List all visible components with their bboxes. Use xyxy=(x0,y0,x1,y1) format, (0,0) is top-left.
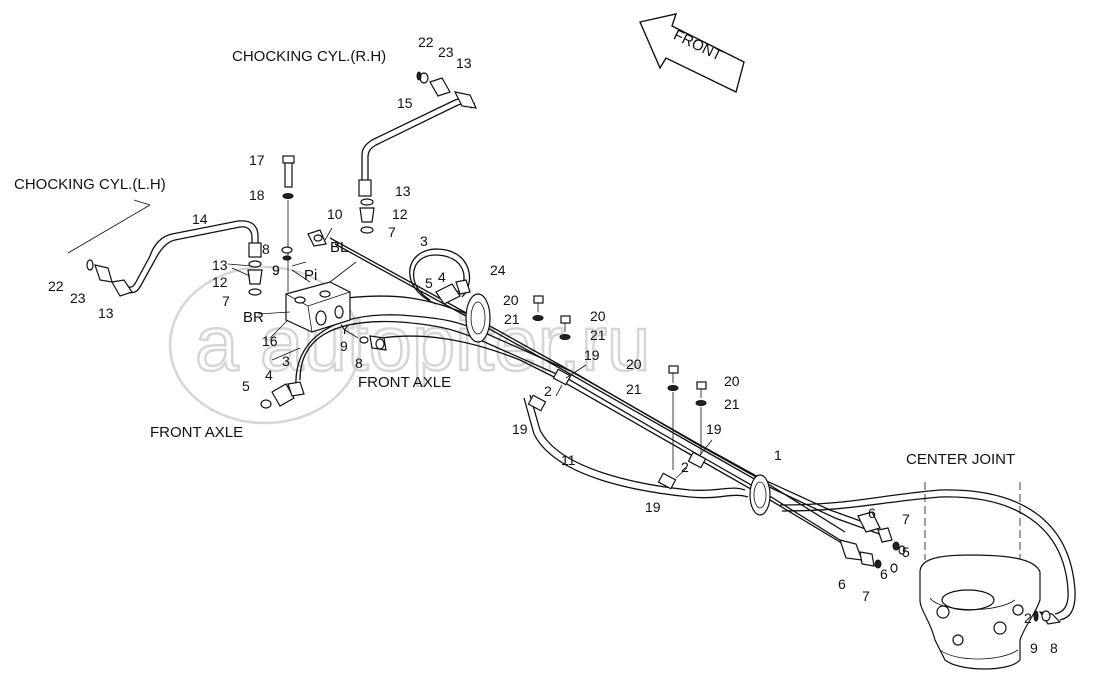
callout-13: 13 xyxy=(456,55,472,71)
callout-3: 3 xyxy=(420,233,428,249)
center-joint xyxy=(919,482,1041,670)
callout-14: 14 xyxy=(192,211,208,227)
watermark: a autopiter.ru xyxy=(168,265,652,425)
callout-21c: 21 xyxy=(626,381,642,397)
pipe-14 xyxy=(86,220,262,297)
callout-9c: 9 xyxy=(340,338,348,354)
callout-6b: 6 xyxy=(838,576,846,592)
callout-8c: 8 xyxy=(1050,640,1058,656)
callout-19: 19 xyxy=(584,347,600,363)
callout-5c: 5 xyxy=(902,544,910,560)
callout-7b: 7 xyxy=(222,293,230,309)
callout-7c: 7 xyxy=(902,511,910,527)
callout-19c: 19 xyxy=(706,421,722,437)
callout-24: 24 xyxy=(490,262,506,278)
bolt-17 xyxy=(282,155,295,199)
callout-16: 16 xyxy=(262,333,278,349)
callout-2b: 2 xyxy=(681,459,689,475)
callout-12: 12 xyxy=(392,206,408,222)
fittings-rh xyxy=(359,198,375,234)
callout-8: 8 xyxy=(262,241,270,257)
callout-5b: 5 xyxy=(425,275,433,291)
callout-6: 6 xyxy=(868,505,876,521)
callout-12b: 12 xyxy=(212,274,228,290)
port-br: BR xyxy=(243,309,264,326)
callout-23: 23 xyxy=(438,44,454,60)
port-y: Y xyxy=(340,321,350,337)
label-chocking-rh: CHOCKING CYL.(R.H) xyxy=(232,48,386,65)
label-center-joint: CENTER JOINT xyxy=(906,451,1015,468)
callout-2c: 2 xyxy=(1024,610,1032,626)
fittings-bl xyxy=(281,229,327,261)
callout-15: 15 xyxy=(397,95,413,111)
callout-20c: 20 xyxy=(626,356,642,372)
callout-7: 7 xyxy=(388,224,396,240)
callout-13d: 13 xyxy=(98,305,114,321)
callout-21: 21 xyxy=(504,311,520,327)
callout-9b: 9 xyxy=(272,262,280,278)
callout-18: 18 xyxy=(249,187,265,203)
callout-13b: 13 xyxy=(395,183,411,199)
callout-22: 22 xyxy=(418,34,434,50)
port-bl: BL xyxy=(330,239,348,256)
callout-3b: 3 xyxy=(282,353,290,369)
front-arrow: FRONT xyxy=(639,13,745,94)
rubber-rings xyxy=(465,293,771,516)
fittings-y xyxy=(359,335,387,351)
callout-20: 20 xyxy=(503,292,519,308)
pipe-15 xyxy=(358,71,478,197)
callout-11: 11 xyxy=(561,452,576,468)
valve-block xyxy=(285,200,351,333)
callout-19b: 19 xyxy=(512,421,528,437)
clamps xyxy=(527,368,707,490)
callout-20b: 20 xyxy=(590,308,606,324)
callout-10: 10 xyxy=(327,206,343,222)
label-front-axle-1: FRONT AXLE xyxy=(358,374,451,391)
callout-9: 9 xyxy=(272,262,280,278)
callout-4b: 4 xyxy=(438,269,446,285)
callout-13c: 13 xyxy=(212,257,228,273)
text-labels: CHOCKING CYL.(R.H) CHOCKING CYL.(L.H) FR… xyxy=(14,48,1015,468)
callout-19d: 19 xyxy=(645,499,661,515)
callout-8b: 8 xyxy=(355,355,363,371)
callout-6c: 6 xyxy=(880,566,888,582)
callout-9d: 9 xyxy=(1030,640,1038,656)
callout-20d: 20 xyxy=(724,373,740,389)
bolts xyxy=(532,295,707,470)
leader-lines xyxy=(67,199,713,479)
callout-5: 5 xyxy=(242,378,250,394)
callout-17: 17 xyxy=(249,152,265,168)
callout-1: 1 xyxy=(774,447,782,463)
callout-21b: 21 xyxy=(590,327,606,343)
callout-22b: 22 xyxy=(48,278,64,294)
label-front-axle-2: FRONT AXLE xyxy=(150,424,243,441)
callout-4: 4 xyxy=(265,367,273,383)
callout-numbers: 22 23 13 15 17 18 13 12 7 10 8 9 3 14 13… xyxy=(48,34,1058,656)
callout-21d: 21 xyxy=(724,396,740,412)
fittings-lh xyxy=(247,260,263,296)
callout-23b: 23 xyxy=(70,290,86,306)
callout-7d: 7 xyxy=(862,588,870,604)
callout-2: 2 xyxy=(544,383,552,399)
port-pi: Pi xyxy=(304,267,317,284)
hose-ends-4-5 xyxy=(260,279,471,409)
fittings-center xyxy=(839,511,1062,625)
label-chocking-lh: CHOCKING CYL.(L.H) xyxy=(14,176,166,193)
